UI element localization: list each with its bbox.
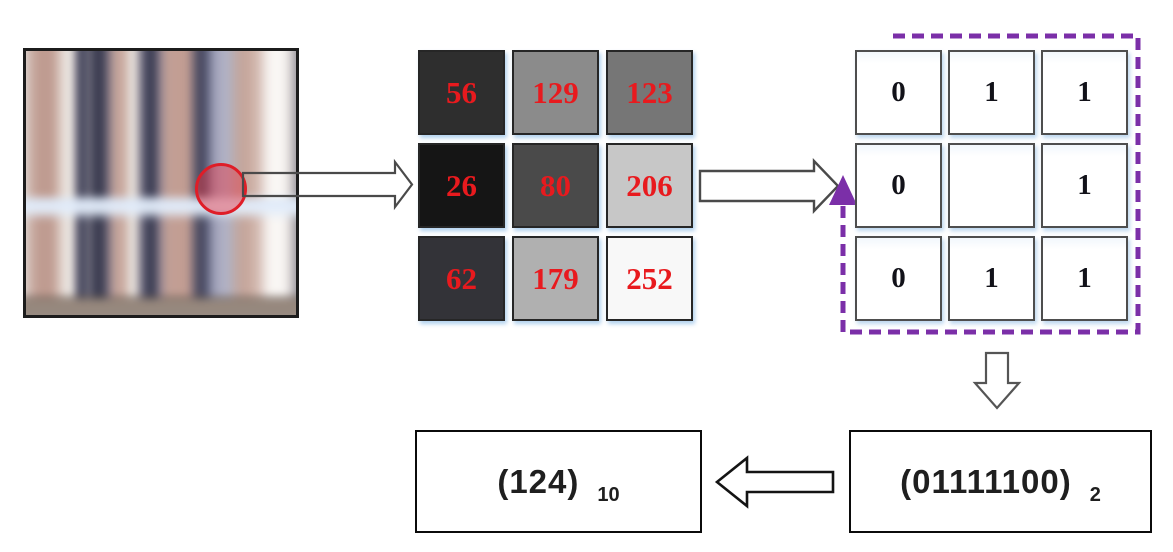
pixel-grid: 56 129 123 26 80 206 62 179 252 (418, 50, 693, 321)
binary-cell: 0 (855, 143, 942, 228)
sample-photo (23, 48, 299, 318)
binary-cell: 1 (948, 50, 1035, 135)
binary-code-base: 2 (1089, 484, 1101, 506)
decimal-value: (124) (497, 462, 580, 500)
binary-cell: 1 (1041, 143, 1128, 228)
arrow-photo-to-pixels-icon (241, 158, 414, 211)
binary-cell: 1 (1041, 50, 1128, 135)
pixel-cell: 206 (606, 143, 693, 228)
pixel-cell: 62 (418, 236, 505, 321)
binary-code-box: (01111100) 2 (849, 430, 1152, 533)
binary-cell: 1 (948, 236, 1035, 321)
arrow-code-to-decimal-icon (714, 455, 835, 509)
arrow-pixels-to-binary-icon (698, 158, 840, 214)
pixel-cell: 252 (606, 236, 693, 321)
pixel-cell: 56 (418, 50, 505, 135)
decimal-base: 10 (597, 484, 620, 506)
scan-arrowhead-icon (829, 175, 857, 205)
pixel-cell: 80 (512, 143, 599, 228)
blurred-fabric-image (26, 51, 296, 315)
binary-grid: 0 1 1 0 1 0 1 1 (855, 50, 1128, 321)
binary-cell: 0 (855, 50, 942, 135)
pixel-cell: 129 (512, 50, 599, 135)
decimal-value-box: (124) 10 (415, 430, 702, 533)
binary-cell-center (948, 143, 1035, 228)
pixel-cell: 179 (512, 236, 599, 321)
binary-cell: 1 (1041, 236, 1128, 321)
pixel-cell: 123 (606, 50, 693, 135)
binary-cell: 0 (855, 236, 942, 321)
scan-direction-dashed-path (829, 33, 1141, 335)
binary-code-value: (01111100) (900, 462, 1072, 500)
arrow-binary-to-code-icon (972, 351, 1022, 410)
sampled-region-circle (195, 163, 247, 215)
pixel-cell: 26 (418, 143, 505, 228)
